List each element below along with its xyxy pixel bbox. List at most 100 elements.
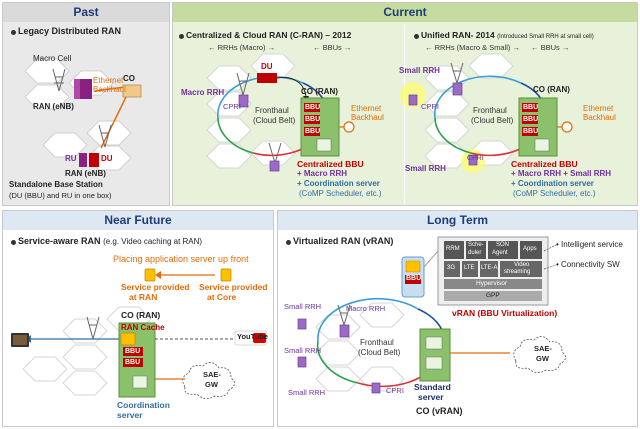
- stack-3g: 3G: [447, 265, 456, 271]
- bbu-label: BBU: [305, 116, 321, 123]
- stack-gpp: GPP: [486, 292, 500, 299]
- bullet: [414, 34, 419, 39]
- cell-tower-icon: [236, 72, 250, 96]
- app-server-ran-icon: [144, 268, 156, 282]
- server-label: server: [418, 392, 444, 402]
- stack-son-1: SON: [496, 242, 510, 248]
- cell-tower-icon: [98, 124, 112, 148]
- small-rrh-label-2: Small RRH: [284, 346, 322, 355]
- comp-label: (CoMP Scheduler, etc.): [299, 189, 382, 198]
- unified-title-note: (Introduced Small RRH at small cell): [497, 34, 594, 40]
- section-title-cran: Centralized & Cloud RAN (C-RAN) – 2012: [186, 30, 352, 40]
- small-rrh-label: Small RRH: [399, 66, 440, 75]
- ran-cache-label: RAN Cache: [121, 323, 165, 332]
- plus-coordination-label: + Coordination server: [511, 179, 594, 188]
- backhaul-label: Backhaul: [93, 85, 126, 94]
- macro-rrh-label: Macro RRH: [346, 304, 386, 313]
- bbu-label: BBU: [523, 104, 539, 111]
- bbus-label: ← BBUs →: [531, 43, 570, 52]
- plus-coordination-label: + Coordination server: [297, 179, 380, 188]
- ran-enb-label-2: RAN (eNB): [65, 169, 106, 178]
- panel-header-long-term: Long Term: [278, 211, 637, 230]
- cpri-label-2: CPRI: [467, 155, 484, 162]
- sae-gw-cloud: [182, 362, 235, 399]
- bbu-label: BBU: [523, 116, 539, 123]
- divider: [404, 24, 405, 204]
- cell-tower-icon: [337, 304, 351, 326]
- ethernet-label: Ethernet: [93, 76, 124, 85]
- past-diagram: [24, 58, 142, 171]
- comp-label: (CoMP Scheduler, etc.): [513, 189, 596, 198]
- cloud-belt-label: (Cloud Belt): [471, 116, 514, 125]
- youtube-label: YouTube: [237, 332, 268, 341]
- du-label: DU: [101, 154, 113, 163]
- panel-past: Past Legacy Distributed RAN Macro Cell E…: [2, 2, 170, 206]
- section-title-service-aware: Service-aware RAN (e.g. Video caching at…: [18, 236, 202, 247]
- router-icon: [343, 121, 355, 133]
- stack-apps: Apps: [523, 246, 537, 252]
- rrhs-macro-small-label: ← RRHs (Macro & Small) →: [425, 43, 521, 52]
- cloud-belt-label: (Cloud Belt): [358, 348, 401, 357]
- ethernet-label: Ethernet: [351, 104, 382, 113]
- coordination-label: Coordination: [117, 400, 170, 410]
- bbu-label: BBU: [125, 348, 141, 355]
- cell-tower-icon: [86, 316, 100, 340]
- gw-label: GW: [205, 380, 218, 389]
- stack-video-1: Video: [514, 262, 530, 268]
- bbu-label: BBU: [305, 104, 321, 111]
- stack-lte: LTE: [464, 265, 475, 271]
- co-box: [122, 84, 142, 98]
- cpri-label: CPRI: [386, 386, 404, 395]
- panel-near-future: Near Future Service-aware RAN (e.g. Vide…: [2, 210, 274, 427]
- gw-label: GW: [536, 354, 549, 363]
- fronthaul-label: Fronthaul: [255, 106, 289, 115]
- vran-bbu-virtualization-label: vRAN (BBU Virtualization): [452, 308, 558, 318]
- unified-title: Unified RAN- 2014: [421, 30, 495, 40]
- placing-app-server-label: Placing application server up front: [113, 254, 249, 264]
- stack-scheduler-1: Sche-: [468, 242, 484, 248]
- panel-long-term: Long Term Virtualized RAN (vRAN): [277, 210, 638, 427]
- standard-label: Standard: [414, 382, 451, 392]
- du-label: DU: [261, 62, 273, 71]
- stack-son-2: Agent: [492, 250, 508, 256]
- co-ran-label: CO (RAN): [301, 87, 338, 96]
- backhaul-label: Backhaul: [351, 113, 384, 122]
- panel-current: Current Centralized & Cloud RAN (C-RAN) …: [172, 2, 638, 206]
- macro-cell-label: Macro Cell: [33, 54, 72, 63]
- rrhs-macro-label: ← RRHs (Macro) →: [208, 43, 276, 52]
- long-term-diagram: [297, 236, 566, 394]
- centralized-bbu-label: Centralized BBU: [511, 159, 578, 169]
- plus-macro-rrh-label: + Macro RRH: [297, 169, 348, 178]
- stack-scheduler-2: duler: [468, 250, 482, 256]
- sae-gw-cloud: [513, 336, 566, 373]
- ru-box: [79, 153, 87, 167]
- bbus-label: ← BBUs →: [313, 43, 352, 52]
- service-ran-label: Service provided: [121, 282, 190, 292]
- standalone-label: Standalone Base Station: [9, 180, 103, 189]
- cloud-belt-label: (Cloud Belt): [253, 116, 296, 125]
- stack-rrm: RRM: [446, 246, 460, 252]
- intelligent-service-label: • Intelligent service: [556, 240, 623, 249]
- router-icon: [561, 121, 573, 133]
- connectivity-sw-label: • Connectivity SW: [556, 260, 620, 269]
- cpri-label: CPRI: [421, 102, 439, 111]
- stack-lte-a: LTE-A: [481, 265, 498, 271]
- sae-label: SAE-: [203, 370, 221, 379]
- service-core-label: Service provided: [199, 282, 268, 292]
- co-vran-label: CO (vRAN): [416, 406, 463, 416]
- bbu-label: BBU: [305, 128, 321, 135]
- co-label: CO: [123, 74, 135, 83]
- small-rrh-label-2: Small RRH: [405, 164, 446, 173]
- stack-hypervisor: Hypervisor: [476, 280, 508, 287]
- service-core-label-2: at Core: [207, 292, 237, 302]
- bbu-label: BBU: [523, 128, 539, 135]
- small-rrh-label-3: Small RRH: [288, 388, 326, 397]
- co-ran-label: CO (RAN): [533, 85, 570, 94]
- service-aware-title: Service-aware RAN: [18, 236, 101, 246]
- bullet: [11, 30, 16, 35]
- bullet: [286, 240, 291, 245]
- plus-rrh-label: + Macro RRH + Small RRH: [511, 169, 612, 178]
- standalone-sub-label: (DU (BBU) and RU in one box): [9, 191, 112, 200]
- service-ran-label-2: at RAN: [129, 292, 158, 302]
- current-diagram: [206, 53, 573, 173]
